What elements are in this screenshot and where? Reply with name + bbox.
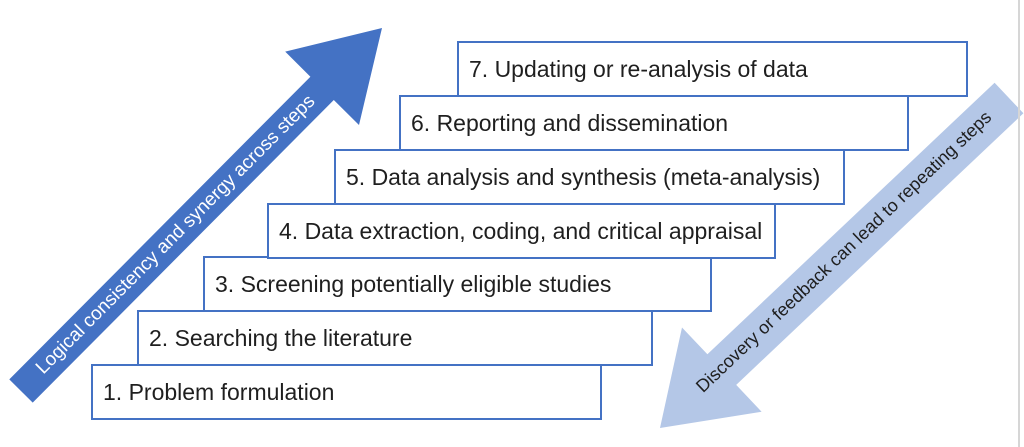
step-box-5: 5. Data analysis and synthesis (meta-ana… <box>334 149 845 205</box>
step-box-1: 1. Problem formulation <box>91 364 602 420</box>
step-box-6: 6. Reporting and dissemination <box>399 95 909 151</box>
step-box-2: 2. Searching the literature <box>137 310 653 366</box>
step-box-3: 3. Screening potentially eligible studie… <box>203 256 712 312</box>
step-box-4: 4. Data extraction, coding, and critical… <box>267 203 776 259</box>
up-arrow-icon <box>9 28 383 403</box>
down-arrow-icon <box>660 82 1024 428</box>
image-right-edge-line <box>1018 0 1020 447</box>
step-box-7: 7. Updating or re-analysis of data <box>457 41 968 97</box>
